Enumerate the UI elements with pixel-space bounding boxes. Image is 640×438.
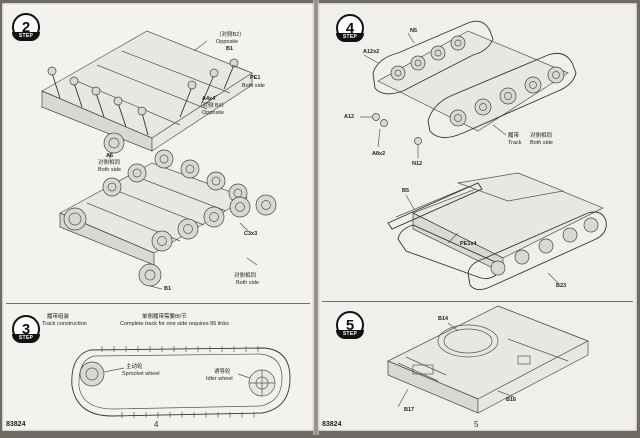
step-5-badge: 5 STEP bbox=[336, 311, 364, 339]
instruction-page-left: 2 STEP bbox=[2, 3, 314, 431]
step-5-illustration bbox=[387, 305, 589, 414]
label-a12x2: A12x2 bbox=[363, 49, 380, 55]
footer-code-right: 83824 bbox=[322, 421, 342, 428]
step-4-illustration bbox=[360, 20, 607, 290]
step-2-number: 2 bbox=[21, 18, 31, 36]
label-a6: A6 bbox=[106, 153, 114, 159]
instruction-page-right: 4 STEP bbox=[318, 3, 637, 431]
label-opposite-b2-cn: （对侧B2） bbox=[216, 32, 245, 38]
step-3-track-illustration bbox=[71, 346, 291, 418]
upper-chassis-end bbox=[151, 72, 253, 152]
step-4-number: 4 bbox=[345, 19, 355, 37]
sprocket-label-cn: 主动轮 bbox=[126, 364, 143, 370]
label-both-cn-2: 对侧相同 bbox=[234, 273, 257, 279]
label-a4: A4x4 bbox=[202, 96, 216, 102]
step-2-badge: 2 STEP bbox=[12, 13, 40, 41]
step-3-number: 3 bbox=[21, 320, 31, 338]
step-3-title-cn: 履带组装 bbox=[47, 314, 70, 320]
lower-sprocket bbox=[63, 207, 87, 231]
label-b5: B5 bbox=[402, 188, 410, 194]
label-b16: B16 bbox=[506, 397, 517, 403]
step-divider-right bbox=[322, 301, 633, 302]
label-both-side-3: Both side bbox=[236, 280, 259, 286]
detached-sprocket bbox=[138, 263, 162, 287]
step-divider-left bbox=[6, 303, 310, 304]
sprocket-label-en: Sprocket wheel bbox=[122, 371, 160, 377]
label-n12: N12 bbox=[412, 161, 423, 167]
step-3-badge: 3 STEP bbox=[12, 315, 40, 343]
label-opposite-2: Opposite bbox=[202, 110, 225, 116]
turret-ring bbox=[437, 324, 499, 358]
track-loop-inner bbox=[78, 353, 283, 410]
upper-hull-front bbox=[477, 340, 589, 414]
label-track-cn: 履带 bbox=[508, 133, 520, 139]
label-both-cn: 对侧相同 bbox=[530, 133, 553, 139]
idler-label-cn: 诱导轮 bbox=[214, 369, 231, 375]
step-3-complete-en: Complete track for one side requires 86 … bbox=[120, 321, 229, 327]
label-a12: A12 bbox=[344, 114, 355, 120]
label-opposite-en: Opposite bbox=[216, 39, 239, 45]
label-pe1x4: PE1x4 bbox=[460, 241, 477, 247]
label-c3: C3x3 bbox=[244, 231, 258, 237]
label-b1: B1 bbox=[226, 46, 234, 52]
label-both-cn-1: 对侧相同 bbox=[98, 160, 121, 166]
page-number-right: 5 bbox=[474, 420, 479, 429]
step-3-title-en: Track construction bbox=[42, 321, 87, 327]
step4-track-left bbox=[372, 20, 494, 95]
step-2-illustration bbox=[41, 30, 277, 290]
page-number-left: 4 bbox=[154, 420, 159, 429]
sprocket-wheel bbox=[79, 361, 105, 387]
footer-code-left: 83824 bbox=[6, 421, 26, 428]
label-n5: N5 bbox=[410, 28, 418, 34]
label-b14: B14 bbox=[438, 316, 449, 322]
step4-hull-deck bbox=[456, 172, 565, 202]
label-both-side-1: Both side bbox=[242, 83, 265, 89]
step-3-badge-text: STEP bbox=[12, 334, 40, 343]
label-a8x2: A8x2 bbox=[372, 151, 386, 157]
label-a4-cn: （对侧 B4） bbox=[197, 103, 228, 109]
step-5-number: 5 bbox=[345, 316, 355, 334]
step-4-badge-text: STEP bbox=[336, 33, 364, 42]
upper-sprocket-hub bbox=[103, 132, 125, 154]
track-loop-outer bbox=[71, 347, 291, 417]
label-b23: B23 bbox=[556, 283, 567, 289]
label-track-en: Track bbox=[508, 140, 522, 146]
track-links bbox=[101, 346, 259, 418]
label-b17: B17 bbox=[404, 407, 415, 413]
step4-track-strip bbox=[387, 182, 483, 230]
book-gutter bbox=[313, 0, 319, 435]
label-both-en: Both side bbox=[530, 140, 553, 146]
step4-track-right bbox=[427, 52, 577, 138]
step4-lower-track-right bbox=[467, 211, 607, 290]
step-5-badge-text: STEP bbox=[336, 330, 364, 339]
label-pe1: PE1 bbox=[250, 75, 261, 81]
step-2-badge-text: STEP bbox=[12, 32, 40, 41]
label-b1-bottom: B1 bbox=[164, 286, 172, 292]
label-both-side-2: Both side bbox=[98, 167, 121, 173]
idler-label-en: Idler wheel bbox=[206, 376, 233, 382]
step-3-complete-cn: 单侧履带需要86节 bbox=[142, 314, 187, 320]
step-4-badge: 4 STEP bbox=[336, 14, 364, 42]
